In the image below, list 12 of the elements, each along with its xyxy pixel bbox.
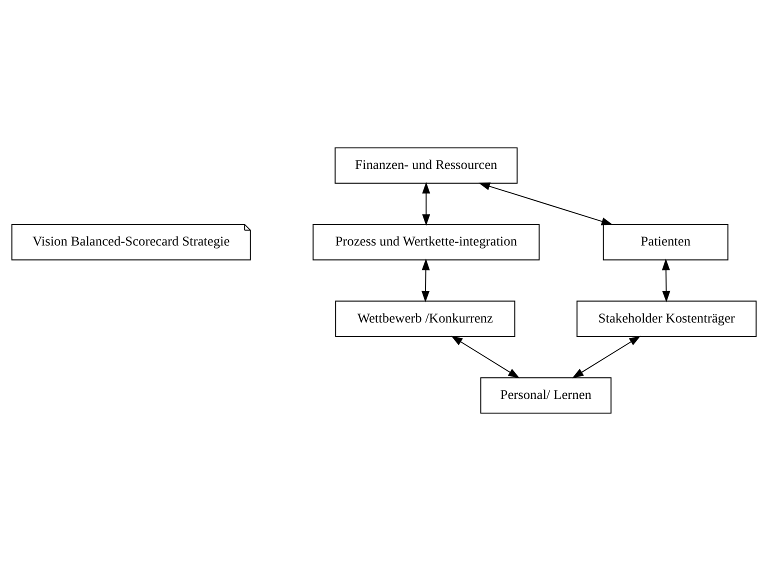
node-box: Patienten: [602, 224, 728, 260]
node-box: Personal/ Lernen: [480, 377, 612, 414]
node-box: Finanzen- und Ressourcen: [334, 147, 518, 184]
arrow: [451, 336, 520, 378]
node-box: Stakeholder Kostenträger: [576, 300, 757, 338]
node-box: Wettbewerb /Konkurrenz: [335, 300, 516, 338]
arrow: [422, 258, 430, 302]
arrow: [478, 182, 614, 226]
arrow: [662, 258, 670, 302]
arrow: [572, 336, 641, 378]
node-box: Prozess und Wertkette-integration: [312, 224, 540, 260]
arrow: [422, 182, 430, 226]
